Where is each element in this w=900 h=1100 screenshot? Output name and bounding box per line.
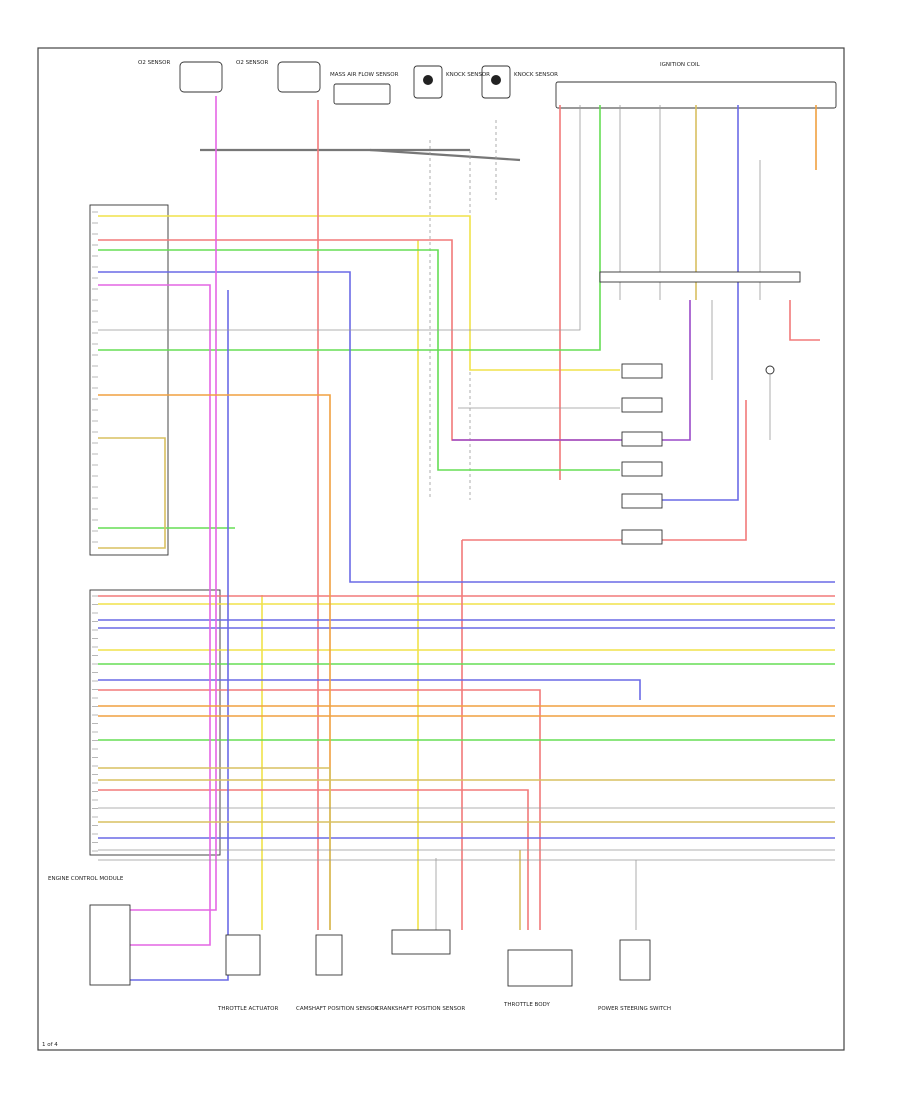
wire-green-2: [98, 105, 601, 351]
ecm-connector: ENGINE CONTROL MODULE: [48, 204, 221, 882]
electronic-control-unit-label: THROTTLE BODY: [503, 1002, 550, 1008]
wire-violet-1: [452, 300, 691, 441]
o2-downstream-box: [277, 61, 321, 93]
relay-box-1: [621, 363, 663, 379]
relay-box-5: [621, 493, 663, 509]
relay-box-2: [621, 397, 663, 413]
knock-sensor-1-label: KNOCK SENSOR: [446, 72, 490, 78]
camshaft-sensor-label: CAMSHAFT POSITION SENSOR: [296, 1006, 379, 1012]
wire-green-1: [98, 249, 620, 471]
throttle-actuator-box: [225, 934, 261, 976]
mass-air-flow-label: MASS AIR FLOW SENSOR: [330, 72, 399, 78]
shield-lines: [200, 120, 521, 500]
accelerator-pedal-box: [89, 904, 131, 986]
wire-yellow-1: [98, 215, 620, 371]
wire-magenta-1: [98, 284, 211, 946]
knock-sensor-2-label: KNOCK SENSOR: [514, 72, 558, 78]
wire-tan-2: [98, 767, 331, 930]
junction-connector-box: [599, 271, 801, 283]
wire-red-9: [789, 300, 820, 341]
ecm-connector-box: [89, 204, 169, 556]
wire-red-5: [98, 789, 529, 930]
wire-red-7: [462, 400, 747, 541]
knock-sensor-1-icon: [423, 75, 433, 85]
wire-blue-7: [660, 105, 739, 501]
relay-box-3: [621, 431, 663, 447]
ecm-connector-box-2: [89, 589, 221, 856]
o2-downstream-label: O2 SENSOR: [236, 60, 268, 66]
ignition-coil-pack-label: IGNITION COIL: [660, 62, 701, 68]
wires: [98, 96, 835, 981]
wire-magenta-2: [130, 96, 217, 911]
mass-air-flow-box: [333, 83, 391, 105]
electronic-control-unit-box: [507, 949, 573, 987]
o2-upstream-box: [179, 61, 223, 93]
ecm-label: ENGINE CONTROL MODULE: [48, 876, 124, 882]
power-steering-switch-box: [619, 939, 651, 981]
top-sensor-row: O2 SENSOR O2 SENSOR MASS AIR FLOW SENSOR…: [138, 60, 837, 109]
relay-box-4: [621, 461, 663, 477]
knock-sensor-2-icon: [491, 75, 501, 85]
sensor-connector-right: [765, 365, 775, 375]
diagram-frame: [37, 47, 845, 1051]
relay-box-6: [621, 529, 663, 545]
crankshaft-sensor-box: [391, 929, 451, 955]
o2-upstream-label: O2 SENSOR: [138, 60, 170, 66]
wire-blue-4: [98, 679, 641, 700]
wire-blue-1: [98, 271, 835, 583]
junction-block: [599, 271, 801, 545]
wire-tan-1: [98, 437, 166, 549]
wire-blue-6: [130, 290, 229, 981]
bottom-component-row: THROTTLE ACTUATOR CAMSHAFT POSITION SENS…: [89, 904, 671, 1012]
power-steering-switch-label: POWER STEERING SWITCH: [598, 1006, 671, 1012]
crankshaft-sensor-label: CRANKSHAFT POSITION SENSOR: [376, 1006, 465, 1012]
page-number: 1 of 4: [42, 1042, 58, 1048]
ignition-coil-pack-box: [555, 81, 837, 109]
throttle-actuator-label: THROTTLE ACTUATOR: [217, 1006, 278, 1012]
camshaft-sensor-box: [315, 934, 343, 976]
ecm-pin-ticks: [92, 211, 98, 852]
wire-orange-1: [98, 394, 331, 930]
wire-red-1: [98, 239, 620, 441]
wire-gray-1: [98, 105, 581, 331]
